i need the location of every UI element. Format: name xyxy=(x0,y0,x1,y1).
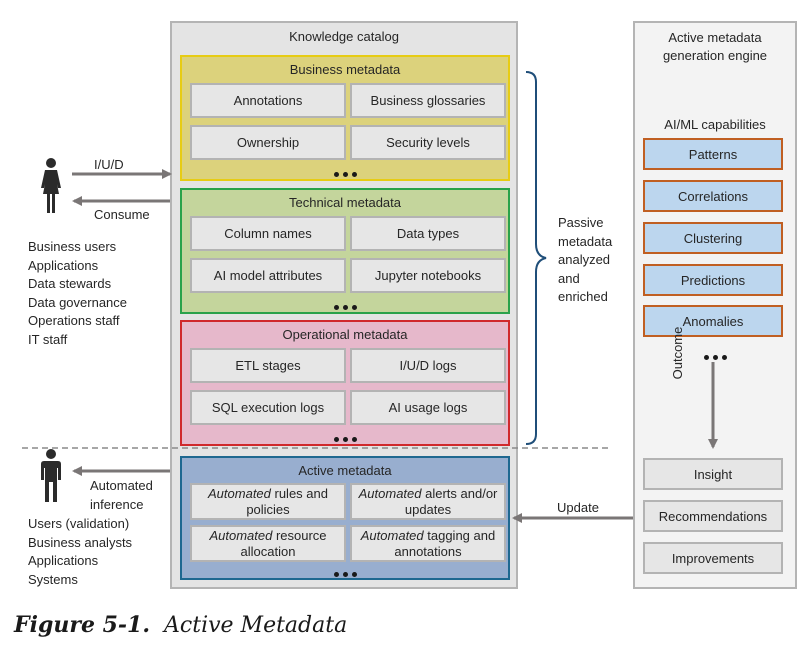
generation-engine-panel: Active metadata generation engine AI/ML … xyxy=(633,21,797,589)
item-text: rules and policies xyxy=(246,485,328,517)
passive-line: analyzed xyxy=(558,252,611,267)
item-iud-logs: I/U/D logs xyxy=(350,348,506,383)
passive-line: and xyxy=(558,270,580,286)
item-ai-model-attributes: AI model attributes xyxy=(190,258,346,293)
active-metadata-title: Active metadata xyxy=(298,463,392,478)
capability-patterns: Patterns xyxy=(643,138,783,170)
more-ellipsis-icon xyxy=(182,300,508,310)
item-emphasis: Automated xyxy=(208,485,271,501)
item-emphasis: Automated xyxy=(360,527,424,543)
actor-item: Business users xyxy=(28,239,117,254)
actor-item: Systems xyxy=(28,571,78,587)
actor-item: IT staff xyxy=(28,331,68,347)
item-annotations: Annotations xyxy=(190,83,346,118)
female-person-icon xyxy=(41,158,61,213)
passive-line: metadata xyxy=(558,233,613,249)
more-ellipsis-icon xyxy=(182,432,508,442)
actor-item: Business analysts xyxy=(28,534,133,550)
bottom-actors-list: Users (validation) Business analysts App… xyxy=(28,515,132,589)
knowledge-catalog-panel: Knowledge catalog Business metadata Anno… xyxy=(170,21,518,589)
passive-metadata-label: Passive metadata analyzed and enriched xyxy=(558,214,612,307)
item-column-names: Column names xyxy=(190,216,346,251)
actor-item: Users (validation) xyxy=(28,516,130,531)
business-metadata-title: Business metadata xyxy=(289,62,401,77)
item-security-levels: Security levels xyxy=(350,125,506,160)
item-business-glossaries: Business glossaries xyxy=(350,83,506,118)
consume-label: Consume xyxy=(94,207,150,222)
item-text: resource allocation xyxy=(240,527,327,559)
automated-inference-line2: inference xyxy=(90,496,144,512)
passive-line: Passive xyxy=(558,215,604,230)
ai-ml-capabilities-title: AI/ML capabilities xyxy=(664,117,766,132)
item-sql-execution-logs: SQL execution logs xyxy=(190,390,346,425)
knowledge-catalog-title: Knowledge catalog xyxy=(289,29,399,44)
automated-inference-label: Automated inference xyxy=(90,477,153,514)
actor-item: Applications xyxy=(28,257,99,273)
more-ellipsis-icon xyxy=(182,567,508,577)
outcome-insight: Insight xyxy=(643,458,783,490)
item-ai-usage-logs: AI usage logs xyxy=(350,390,506,425)
automated-inference-line1: Automated xyxy=(90,478,153,493)
actor-item: Data governance xyxy=(28,294,128,310)
male-person-icon xyxy=(41,449,61,502)
item-jupyter-notebooks: Jupyter notebooks xyxy=(350,258,506,293)
item-text: alerts and/or updates xyxy=(404,485,498,517)
operational-metadata-title: Operational metadata xyxy=(282,327,408,342)
item-emphasis: Automated xyxy=(358,485,422,501)
item-ownership: Ownership xyxy=(190,125,346,160)
actor-item: Data stewards xyxy=(28,276,112,291)
active-metadata-section: Active metadata Automated rules and poli… xyxy=(180,456,510,580)
actor-item: Applications xyxy=(28,553,99,568)
item-text: tagging and annotations xyxy=(394,527,496,559)
capability-anomalies: Anomalies xyxy=(643,305,783,337)
update-label: Update xyxy=(557,500,599,515)
more-ellipsis-icon xyxy=(635,350,795,360)
item-automated-tagging: Automated tagging and annotations xyxy=(350,525,506,562)
figure-title: Active Metadata xyxy=(164,613,348,638)
engine-title-line2: generation engine xyxy=(662,48,768,63)
top-actors-list: Business users Applications Data steward… xyxy=(28,238,127,349)
item-automated-rules: Automated rules and policies xyxy=(190,483,346,520)
engine-title: Active metadata generation engine xyxy=(635,29,795,65)
brace-icon xyxy=(525,71,547,445)
item-emphasis: Automated xyxy=(209,527,273,543)
technical-metadata-section: Technical metadata Column names Data typ… xyxy=(180,188,510,314)
capability-correlations: Correlations xyxy=(643,180,783,212)
item-automated-resource-allocation: Automated resource allocation xyxy=(190,525,346,562)
item-automated-alerts: Automated alerts and/or updates xyxy=(350,483,506,520)
iud-label: I/U/D xyxy=(94,157,124,172)
operational-metadata-section: Operational metadata ETL stages I/U/D lo… xyxy=(180,320,510,446)
figure-caption: Figure 5-1. Active Metadata xyxy=(14,612,347,638)
technical-metadata-title: Technical metadata xyxy=(288,195,401,210)
actor-item: Operations staff xyxy=(28,313,120,328)
capability-clustering: Clustering xyxy=(643,222,783,254)
engine-title-line1: Active metadata xyxy=(668,30,762,45)
item-data-types: Data types xyxy=(350,216,506,251)
passive-line: enriched xyxy=(558,289,608,304)
outcome-improvements: Improvements xyxy=(643,542,783,574)
business-metadata-section: Business metadata Annotations Business g… xyxy=(180,55,510,181)
capability-predictions: Predictions xyxy=(643,264,783,296)
outcome-recommendations: Recommendations xyxy=(643,500,783,532)
item-etl-stages: ETL stages xyxy=(190,348,346,383)
figure-number: Figure 5-1. xyxy=(14,612,151,638)
more-ellipsis-icon xyxy=(182,167,508,177)
